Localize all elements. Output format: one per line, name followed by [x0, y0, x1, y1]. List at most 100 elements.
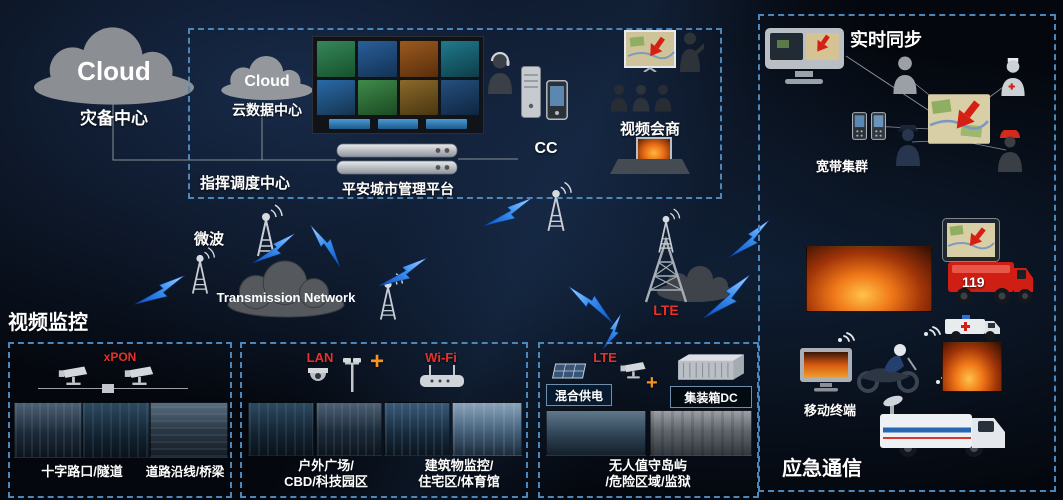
lte-tower-icon: [644, 236, 688, 303]
caption-line: 户外广场/: [298, 458, 354, 473]
disaster-cloud-caption: 灾备中心: [80, 109, 148, 128]
photo-island: [546, 410, 646, 456]
command-center-title: 指挥调度中心: [200, 175, 291, 192]
photo-stadium: [452, 402, 522, 456]
telepresence-device: [764, 28, 846, 86]
caption-line: 住宅区/体育馆: [418, 474, 500, 489]
pole-camera-icon: [342, 358, 362, 397]
disaster-cloud-label: Cloud: [77, 55, 151, 86]
caption-plaza: 户外广场/ CBD/科技园区: [258, 458, 394, 490]
lte-site-box: LTE 混合供电 + 集装箱DC 无人值守岛屿 /危险区域/监狱: [538, 342, 759, 498]
container-dc-tag: 集装箱DC: [670, 386, 752, 408]
lightning-bolt: [134, 264, 187, 317]
transmission-network-label: Transmission Network: [216, 289, 356, 305]
cctv-camera-icon: [56, 364, 90, 393]
cc-label: CC: [534, 140, 558, 157]
video-wall: [312, 36, 484, 134]
caption-road: 道路沿线/桥梁: [145, 465, 225, 479]
smartphone-icon: [546, 80, 568, 120]
ambulance-icon: [944, 312, 1002, 342]
video-surveillance-title: 视频监控: [8, 312, 88, 334]
person-icon: [654, 84, 672, 112]
caption-line: 建筑物监控/: [424, 458, 494, 473]
photo-tunnel: [82, 402, 150, 458]
dome-camera-icon: [306, 368, 330, 391]
caption-unattended: 无人值守岛屿 /危险区域/监狱: [568, 458, 728, 490]
container-dc-icon: [674, 352, 748, 387]
lte-cloud: [657, 266, 733, 302]
microwave-antenna-icon: [257, 204, 283, 257]
police-officer-icon: [894, 124, 922, 166]
lte-main-label: LTE: [653, 302, 679, 318]
fire-truck: 119: [946, 254, 1036, 308]
firefighter-icon: [996, 128, 1024, 172]
broadband-trunking-label: 宽带集群: [815, 159, 868, 174]
emergency-comm-vehicle: [878, 390, 1010, 462]
caption-line: CBD/科技园区: [284, 474, 368, 489]
realtime-sync-label: 实时同步: [850, 30, 922, 50]
photo-fire-small: [942, 342, 1002, 392]
server-tower-icon: [521, 66, 541, 118]
lightning-bolt: [378, 247, 429, 298]
police-motorcycle-icon: [850, 336, 926, 394]
person-icon: [610, 84, 628, 112]
cloud-datacenter-cloud: Cloud: [218, 52, 316, 104]
trunking-phones: [852, 112, 886, 140]
caption-line: /危险区域/监狱: [605, 474, 691, 489]
presenter-icon: [678, 32, 706, 72]
photo-cbd: [316, 402, 382, 456]
junction-box-icon: [102, 384, 114, 393]
nurse-icon: [1000, 58, 1026, 96]
lte-antenna-icon: [658, 208, 681, 254]
caption-intersection: 十字路口/隧道: [41, 464, 123, 479]
fire-number-label: 119: [962, 274, 985, 290]
video-wall-consoles: [317, 119, 479, 129]
wifi-router-icon: [418, 362, 466, 397]
xpon-box: xPON 十字路口/隧道 道路沿线/桥梁: [8, 342, 232, 498]
photo-road: [150, 402, 228, 458]
photo-fire-large: [806, 246, 932, 312]
video-wall-screens: [317, 41, 479, 115]
person-icon: [632, 84, 650, 112]
phone-icon: [852, 112, 867, 140]
caption-line: 无人值守岛屿: [608, 458, 687, 473]
conference-table: [610, 159, 690, 174]
conference-audience: [610, 84, 672, 112]
antenna-icon: [379, 272, 404, 321]
emergency-comm-label: 应急通信: [782, 458, 862, 480]
cloud-datacenter-caption: 云数据中心: [232, 102, 302, 118]
mobile-terminal-label: 移动终端: [803, 403, 856, 418]
platform-label: 平安城市管理平台: [342, 181, 454, 197]
disaster-cloud: Cloud: [28, 26, 200, 106]
person-icon: [892, 56, 918, 94]
cctv-camera-icon: [618, 360, 648, 386]
conference-fire-screen: [636, 137, 672, 161]
caption-building: 建筑物监控/ 住宅区/体育馆: [396, 458, 522, 490]
photo-plaza: [248, 402, 314, 456]
presentation-board: [624, 30, 676, 73]
phone-icon: [871, 112, 886, 140]
emergency-panel-box: [758, 14, 1056, 492]
lte-site-label: LTE: [593, 350, 617, 365]
cloud-datacenter-label: Cloud: [244, 73, 290, 90]
lightning-bolt: [562, 283, 621, 324]
hybrid-power-tag: 混合供电: [546, 384, 612, 406]
plus-sign: +: [646, 372, 658, 394]
solar-panel-icon: [548, 362, 588, 387]
microwave-label: 微波: [194, 231, 225, 248]
xpon-label: xPON: [103, 350, 137, 364]
lightning-bolt: [703, 265, 753, 329]
photo-prison: [650, 410, 752, 456]
lan-label: LAN: [306, 350, 334, 365]
wifi-label: Wi-Fi: [425, 350, 457, 365]
cctv-camera-icon: [122, 364, 156, 393]
server-rack-icon: [336, 142, 458, 176]
mobile-terminal-monitor: [800, 348, 852, 394]
video-conference-label: 视频会商: [619, 121, 680, 138]
lan-wifi-box: LAN + Wi-Fi 户外广场/ CBD/科技园区 建筑物监控/ 住宅区/体育…: [240, 342, 528, 498]
plus-sign: +: [370, 348, 385, 375]
transmission-network-cloud: Transmission Network: [200, 260, 372, 318]
operator-headset-icon: [486, 51, 514, 94]
tablet-map: [942, 218, 1000, 262]
